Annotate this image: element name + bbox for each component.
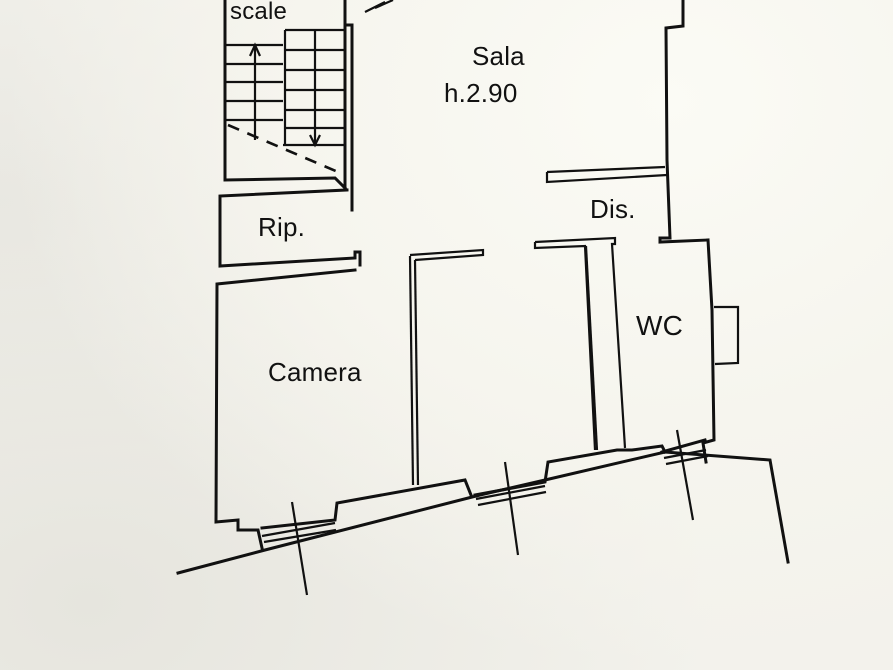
living-room-height: h.2.90 xyxy=(444,78,518,108)
bathroom-walls xyxy=(675,238,740,521)
living-room-label: Sala xyxy=(472,41,525,71)
bathroom-label: WC xyxy=(636,310,684,341)
staircase xyxy=(223,0,394,212)
storage-label: Rip. xyxy=(258,212,306,242)
facade-walls xyxy=(176,438,790,596)
bedroom-label: Camera xyxy=(268,357,362,387)
stairs-label: scale xyxy=(230,0,288,25)
bedroom-walls xyxy=(214,248,485,532)
living-room-walls xyxy=(545,0,710,244)
hallway-label: Dis. xyxy=(590,194,636,224)
storage-walls xyxy=(218,188,362,268)
corridor-walls xyxy=(533,236,627,451)
